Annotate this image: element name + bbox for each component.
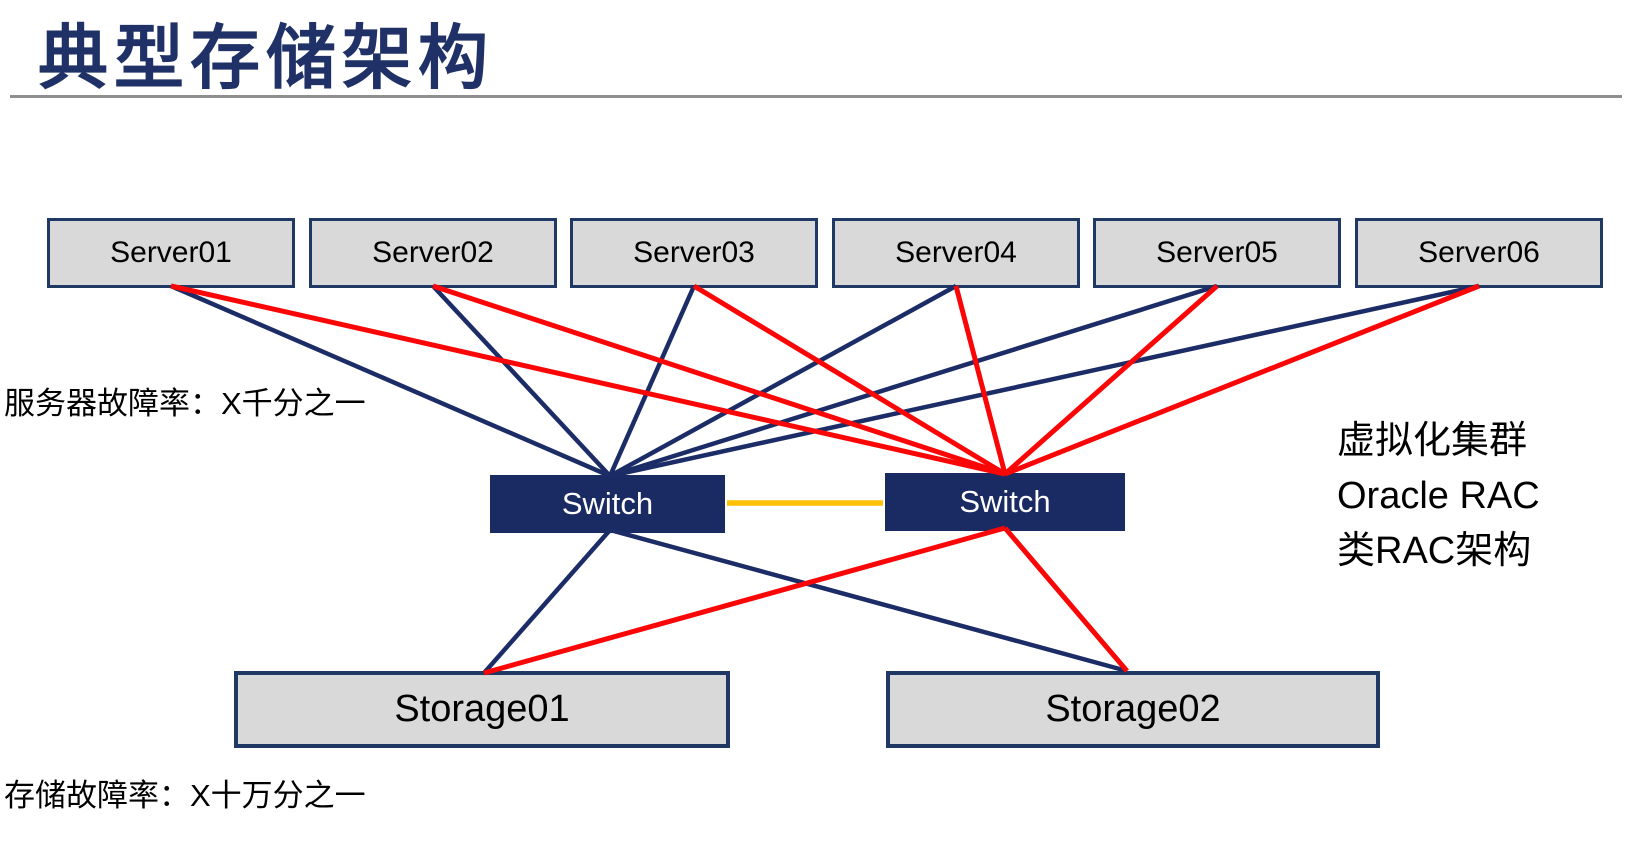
server06-label: Server06 [1418, 236, 1540, 269]
edge-switch-left-storage02 [609, 527, 1128, 674]
edge-switch-left-storage01 [482, 528, 612, 675]
annotation-line-2: Oracle RAC [1337, 475, 1540, 517]
server-failure-rate-label: 服务器故障率：X千分之一 [4, 386, 366, 421]
edge-server04-switch-left [608, 284, 958, 478]
edge-server05-switch-left [609, 283, 1218, 479]
server04-label: Server04 [895, 236, 1017, 269]
edge-server03-switch-left [607, 285, 697, 477]
page-title: 典型存储架构 [38, 19, 494, 97]
edge-server02-switch-right [432, 283, 1006, 477]
server03-label: Server03 [633, 236, 755, 269]
edge-server04-switch-right [953, 285, 1008, 475]
switch-left-box: Switch [490, 475, 725, 533]
annotation-line-3: 类RAC架构 [1337, 530, 1532, 572]
server05-box: Server05 [1093, 218, 1341, 288]
storage01-box: Storage01 [234, 671, 730, 748]
server01-box: Server01 [47, 218, 295, 288]
edge-server05-switch-right [1003, 284, 1219, 476]
server03-box: Server03 [570, 218, 818, 288]
edge-server02-switch-left [431, 284, 612, 478]
storage02-label: Storage02 [1045, 688, 1221, 730]
server04-box: Server04 [832, 218, 1080, 288]
server06-box: Server06 [1355, 218, 1603, 288]
edge-switch-right-storage01 [483, 525, 1006, 676]
storage01-label: Storage01 [394, 688, 570, 730]
storage02-box: Storage02 [886, 671, 1380, 748]
server02-box: Server02 [309, 218, 557, 288]
edge-switch-right-storage02 [1003, 526, 1129, 673]
switch-left-label: Switch [561, 486, 654, 521]
server01-label: Server01 [110, 236, 232, 269]
server02-label: Server02 [372, 236, 494, 269]
switch-right-box: Switch [885, 473, 1125, 531]
cluster-annotation: 虚拟化集群 Oracle RAC 类RAC架构 [1337, 414, 1540, 579]
server05-label: Server05 [1156, 236, 1278, 269]
edge-server03-switch-right [692, 283, 1007, 477]
switch-right-label: Switch [959, 484, 1051, 519]
storage-failure-rate-label: 存储故障率：X十万分之一 [4, 778, 366, 813]
title-divider [10, 95, 1622, 98]
annotation-line-1: 虚拟化集群 [1337, 420, 1528, 462]
